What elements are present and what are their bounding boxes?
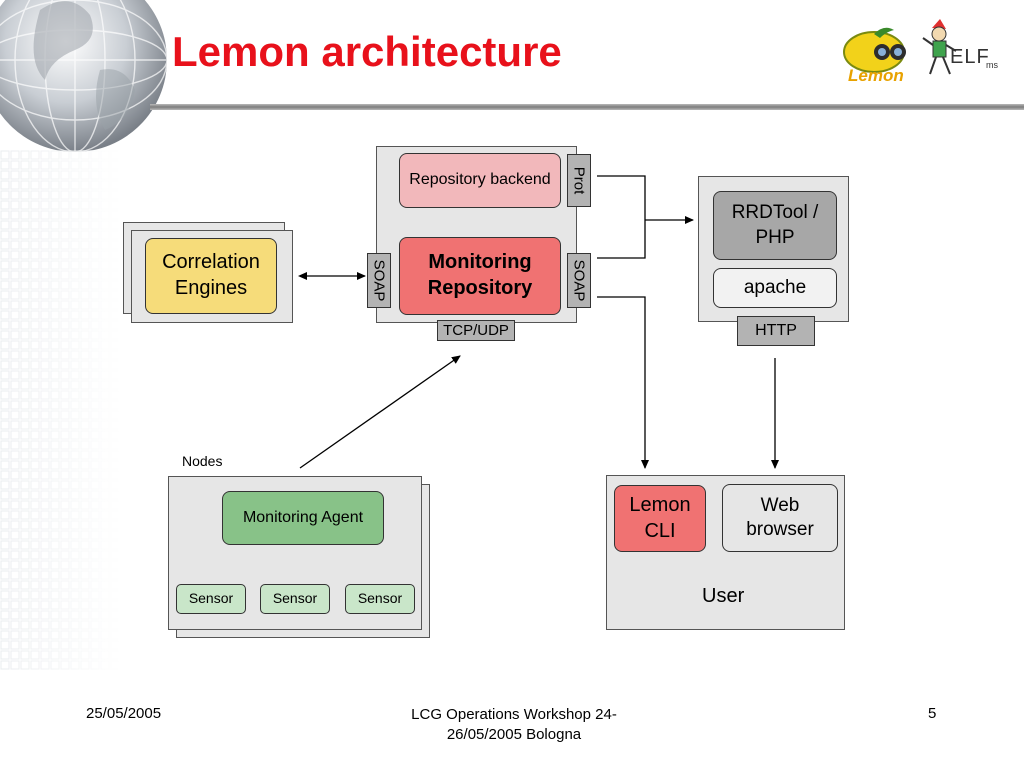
apache-box: apache xyxy=(713,268,837,308)
lemon-logo-graphic xyxy=(843,27,906,73)
soap-to-webserver-connector xyxy=(597,220,646,259)
lemon-logo-text: Lemon xyxy=(848,66,904,85)
monitoring-repository-box: Monitoring Repository xyxy=(399,237,561,315)
footer-date: 25/05/2005 xyxy=(86,705,162,722)
footer-page-number: 5 xyxy=(928,705,937,722)
prot-to-webserver-connector xyxy=(597,175,646,220)
prot-tag: Prot xyxy=(567,154,591,207)
soap-tag-right-label: SOAP xyxy=(570,259,588,302)
soap-tag-left-label: SOAP xyxy=(370,259,388,302)
footer-event: LCG Operations Workshop 24-26/05/2005 Bo… xyxy=(411,706,617,743)
background-grid-pattern xyxy=(0,150,120,670)
prot-tag-label: Prot xyxy=(570,166,588,195)
lemon-cli-box: Lemon CLI xyxy=(614,485,706,552)
sensor-box-1: Sensor xyxy=(176,584,246,614)
soap-tag-right: SOAP xyxy=(567,253,591,308)
nodes-to-repository-arrow xyxy=(299,355,461,469)
title-divider xyxy=(150,104,1024,110)
sensor-box-2: Sensor xyxy=(260,584,330,614)
user-label: User xyxy=(702,585,745,607)
slide-title: Lemon architecture xyxy=(172,28,562,75)
elfms-logo: ELF ms xyxy=(920,16,1004,82)
lemon-logo: Lemon xyxy=(838,22,916,92)
elf-figure-icon xyxy=(922,19,957,75)
soap-tag-left: SOAP xyxy=(367,253,391,308)
correlation-engines-box: Correlation Engines xyxy=(145,238,277,314)
sensor-box-3: Sensor xyxy=(345,584,415,614)
elfms-logo-text: ELF xyxy=(950,46,990,68)
http-tag: HTTP xyxy=(737,316,815,346)
web-browser-box: Web browser xyxy=(722,484,838,552)
tcp-udp-tag: TCP/UDP xyxy=(437,320,515,341)
rrdtool-php-box: RRDTool / PHP xyxy=(713,191,837,260)
elfms-logo-subtext: ms xyxy=(986,60,998,70)
monitoring-agent-box: Monitoring Agent xyxy=(222,491,384,545)
soap-to-user-arrow xyxy=(597,296,649,469)
repository-backend-box: Repository backend xyxy=(399,153,561,208)
nodes-caption: Nodes xyxy=(182,453,223,469)
